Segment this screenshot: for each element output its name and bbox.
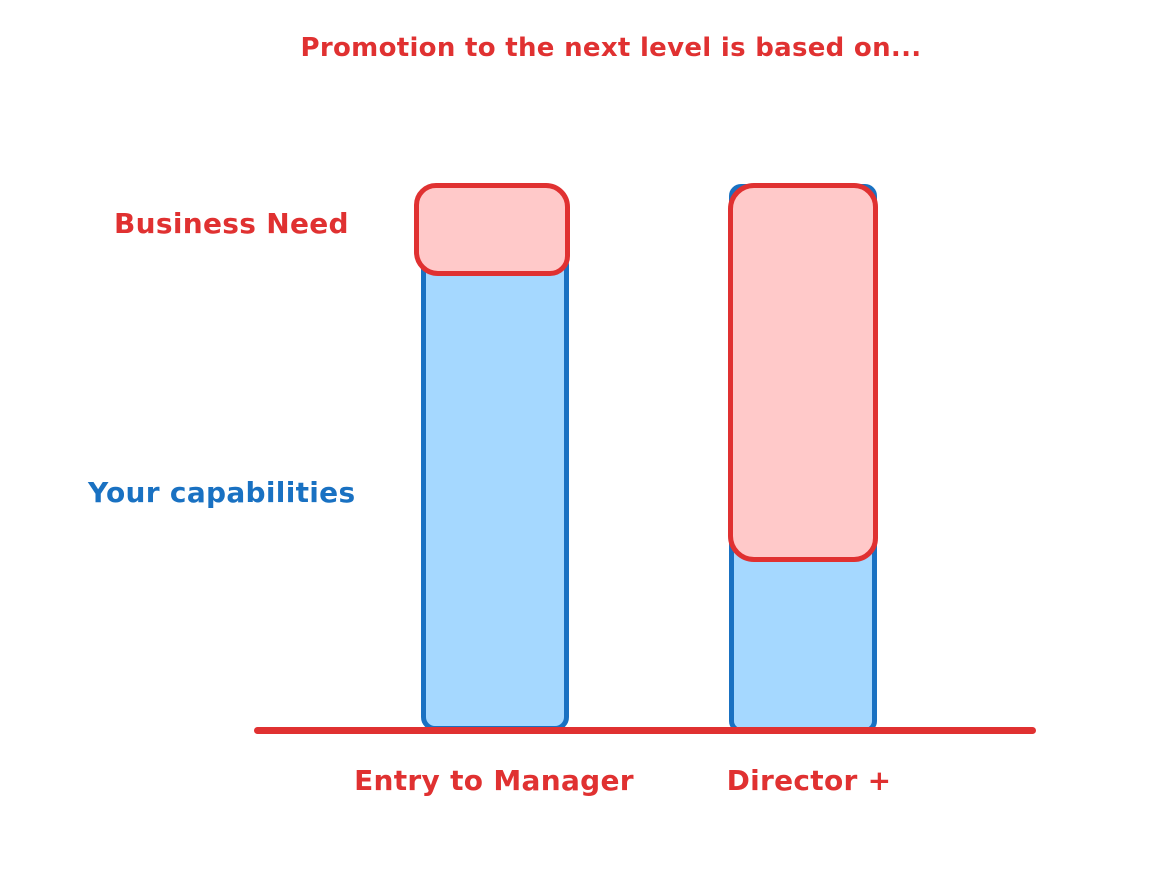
bar-director-plus [726, 183, 880, 733]
legend-label-business-need: Business Need [114, 207, 349, 240]
your-capabilities-segment [421, 249, 569, 731]
business-need-segment [728, 183, 878, 562]
chart-title: Promotion to the next level is based on.… [300, 33, 922, 63]
legend-label-your-capabilities: Your capabilities [88, 476, 356, 509]
business-need-segment [414, 183, 570, 276]
x-label-director-plus: Director + [726, 764, 892, 797]
bar-entry-to-manager [414, 183, 570, 731]
x-label-entry-to-manager: Entry to Manager [354, 764, 634, 797]
x-axis-line [254, 727, 1036, 734]
